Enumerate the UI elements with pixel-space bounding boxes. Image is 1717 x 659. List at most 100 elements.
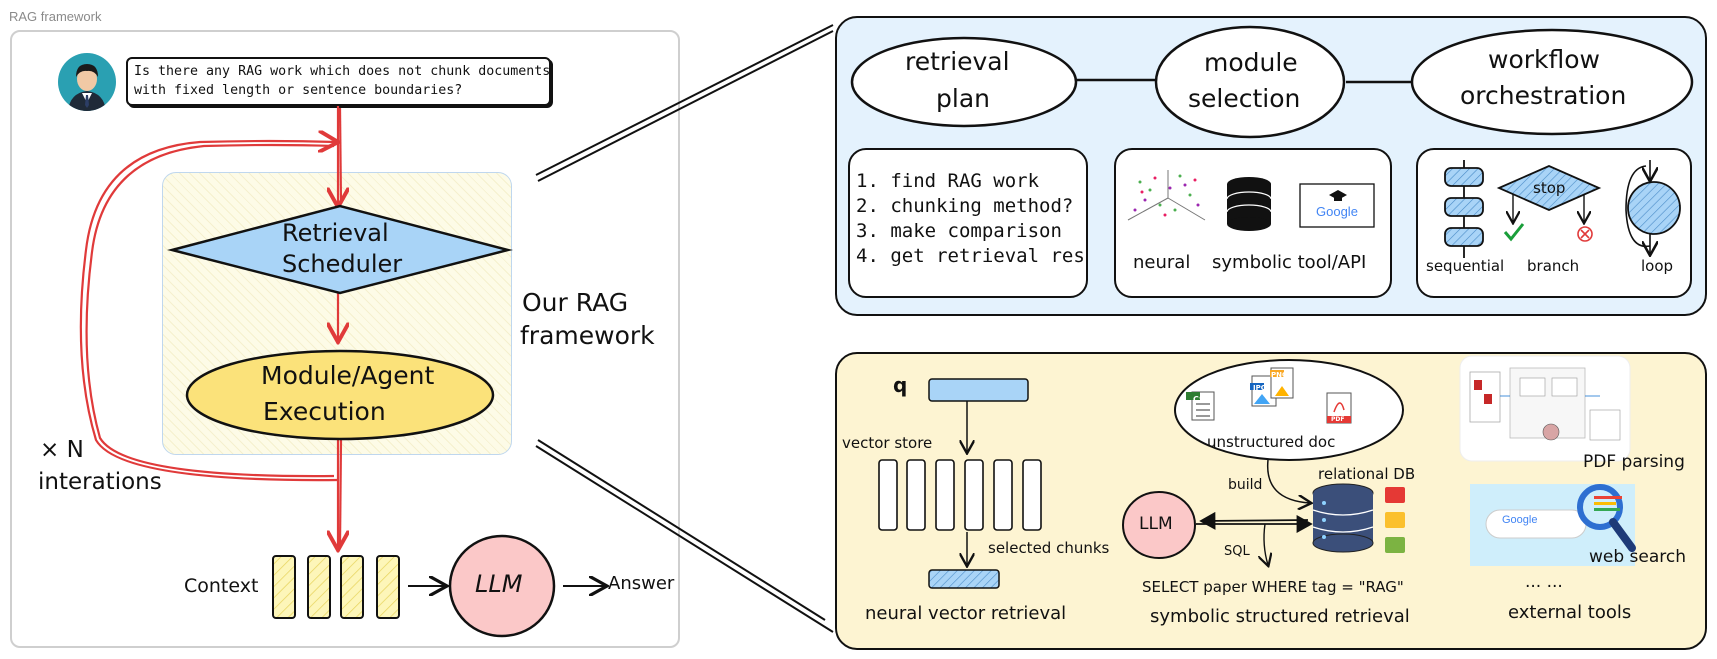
llm-circle	[448, 534, 556, 638]
retrieval-scheduler-diamond	[167, 204, 513, 295]
branch-icon	[1496, 165, 1602, 242]
loop-icon	[1625, 160, 1681, 254]
question-box	[126, 57, 551, 106]
selected-chunk-bar	[928, 569, 1000, 589]
build-arrow	[1266, 459, 1310, 503]
module-selection-ellipse	[1154, 25, 1346, 139]
llm-bottom-circle	[1122, 491, 1196, 559]
left-panel-frame	[10, 30, 680, 648]
red-flow-arrows	[79, 106, 341, 548]
build-label: build	[1228, 477, 1263, 493]
external-tools-label: external tools	[1508, 602, 1632, 623]
query-bar	[928, 378, 1029, 452]
vector-chunk	[993, 459, 1013, 531]
symbolic-retrieval-label: symbolic structured retrieval	[1150, 606, 1410, 627]
folder-icons	[1385, 487, 1405, 553]
csv-icon	[1186, 391, 1215, 421]
top-panel-ellipses	[850, 25, 1694, 139]
plan-steps-list: 1. find RAG work 2. chunking method? 3. …	[856, 169, 1085, 269]
cross-icon	[1577, 226, 1593, 242]
sequential-label: sequential	[1426, 257, 1505, 275]
vector-chunk	[906, 459, 926, 531]
vector-store-label: vector store	[842, 434, 933, 452]
module-selection-title-line2: selection	[1188, 84, 1301, 113]
question-line-2: with fixed length or sentence boundaries…	[134, 83, 463, 98]
vector-chunk	[878, 459, 898, 531]
zoom-connector-lines	[535, 24, 834, 633]
context-chunk	[272, 555, 296, 619]
retrieval-plan-title-line2: plan	[936, 84, 990, 113]
db-to-llm-arrow	[1199, 511, 1309, 530]
workflow-title-line2: orchestration	[1460, 81, 1627, 110]
context-label: Context	[184, 575, 259, 597]
iterations-label-line2: interations	[38, 469, 162, 495]
execution-label-line2: Execution	[263, 397, 386, 426]
vector-chunk	[935, 459, 955, 531]
pdf-icon	[1326, 392, 1352, 424]
retrieval-plan-ellipse	[850, 36, 1078, 128]
plan-step: 2. chunking method?	[856, 195, 1074, 217]
context-chunk	[307, 555, 331, 619]
png-icon	[1270, 367, 1294, 399]
sql-query-text: SELECT paper WHERE tag = "RAG"	[1142, 578, 1404, 596]
workflow-title-line1: workflow	[1488, 45, 1600, 74]
framework-label-line2: framework	[520, 321, 655, 350]
web-search-label: web search	[1589, 547, 1687, 567]
database-icon	[1226, 177, 1272, 231]
llm-bottom-label: LLM	[1139, 514, 1173, 534]
stop-label: stop	[1533, 179, 1566, 197]
neural-scatter-icon	[1127, 170, 1206, 221]
vector-chunk	[964, 459, 984, 531]
vector-store-chunks	[878, 459, 1042, 531]
google-scholar-icon	[1299, 183, 1375, 228]
module-selection-title-line1: module	[1204, 48, 1298, 77]
jpg-label: JPG	[1253, 384, 1267, 392]
answer-label: Answer	[608, 573, 675, 594]
relational-db-icon	[1312, 483, 1374, 553]
neural-label: neural	[1133, 252, 1191, 273]
symbolic-tool-label: symbolic tool/API	[1212, 252, 1367, 273]
workflow-orchestration-ellipse	[1410, 28, 1694, 136]
query-q-label: q	[893, 373, 908, 397]
png-label: PNG	[1271, 371, 1288, 379]
web-search-image	[1470, 484, 1636, 566]
vector-chunk	[1022, 459, 1042, 531]
user-avatar	[58, 53, 116, 111]
context-chunk	[376, 555, 400, 619]
llm-label: LLM	[475, 570, 523, 598]
question-line-1: Is there any RAG work which does not chu…	[134, 64, 551, 79]
scheduler-label-line1: Retrieval	[282, 219, 389, 247]
google-scholar-label: Google	[1316, 204, 1358, 219]
relational-db-label: relational DB	[1318, 465, 1416, 483]
scheduler-label-line2: Scheduler	[282, 250, 403, 278]
unstructured-doc-label: unstructured doc	[1207, 433, 1336, 451]
pdf-label: PDF	[1331, 416, 1345, 423]
context-chunks	[272, 555, 400, 619]
neural-vector-retrieval-label: neural vector retrieval	[865, 603, 1067, 624]
iterations-label-line1: × N	[40, 437, 84, 463]
plan-step: 1. find RAG work	[856, 170, 1040, 192]
execution-label-line1: Module/Agent	[261, 361, 435, 390]
unstructured-doc-ellipse	[1174, 359, 1404, 461]
pdf-parsing-image	[1459, 355, 1631, 462]
branch-label: branch	[1527, 257, 1580, 275]
sql-label: SQL	[1224, 544, 1250, 559]
user-avatar-icon	[68, 64, 106, 111]
module-execution-ellipse	[185, 349, 495, 441]
question-text: Is there any RAG work which does not chu…	[134, 62, 550, 100]
plan-step: 3. make comparison	[856, 220, 1062, 242]
ellipsis-label: ... ...	[1525, 572, 1563, 592]
framework-label-line1: Our RAG	[522, 288, 629, 317]
sequential-icon	[1444, 160, 1484, 258]
plan-step: 4. get retrieval res	[856, 245, 1085, 267]
csv-label: CSV	[1193, 395, 1211, 404]
sql-arrow	[1264, 523, 1268, 565]
retrieval-plan-title-line1: retrieval	[905, 47, 1010, 76]
page-title: RAG framework	[9, 9, 102, 24]
retrieval-plan-box	[848, 148, 1088, 298]
web-search-google-label: Google	[1502, 514, 1538, 526]
pdf-parsing-label: PDF parsing	[1583, 452, 1685, 472]
loop-label: loop	[1641, 257, 1674, 275]
context-chunk	[340, 555, 364, 619]
